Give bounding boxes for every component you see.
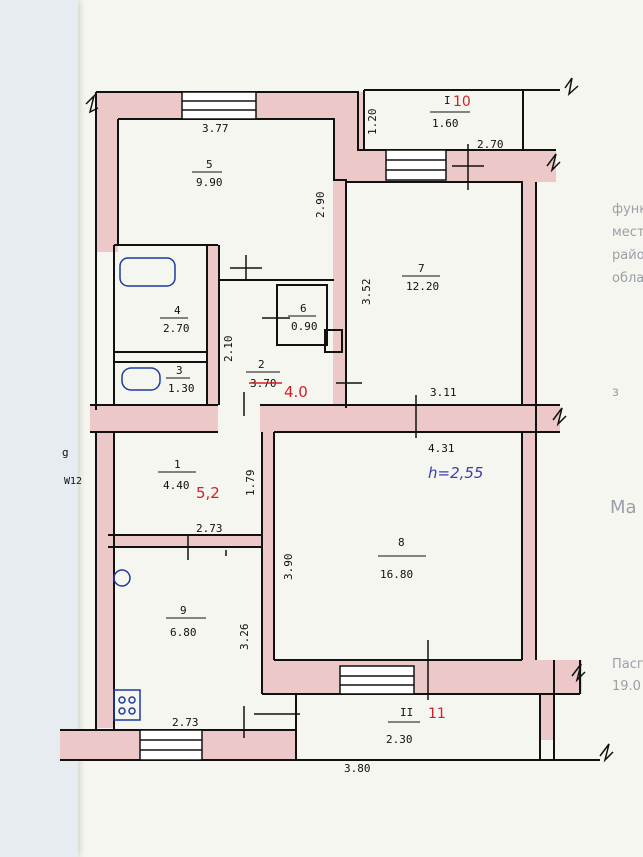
bg-text-line: район (612, 248, 643, 263)
room-7-number: 7 (418, 262, 425, 275)
bg-text-ma: Ma (610, 497, 637, 518)
edge-mark: g (62, 446, 69, 459)
dim-326: 3.26 (238, 624, 251, 651)
bathtub-icon (119, 257, 176, 287)
dim-380: 3.80 (344, 762, 371, 775)
dim-290: 2.90 (314, 192, 327, 219)
dim-431: 4.31 (428, 442, 455, 455)
bg-text-line: Пасп (612, 657, 643, 672)
dimension-labels: 3.77 1.20 2.70 2.90 3.52 2.10 3.11 4.31 … (172, 109, 504, 776)
dim-352: 3.52 (360, 279, 373, 306)
room-8-number: 8 (398, 536, 405, 549)
dimension-ticks (187, 144, 484, 738)
bg-text-line: 19.0 (612, 679, 641, 694)
room-4-area: 2.70 (163, 322, 190, 335)
room-3-number: 3 (176, 364, 183, 377)
bg-text-mid: з (612, 385, 619, 400)
boiler-icon (113, 569, 131, 587)
annotations: h=2,55 W12 g (62, 446, 483, 487)
ceiling-height-note: h=2,55 (428, 464, 483, 482)
dim-210: 2.10 (222, 336, 235, 363)
room-5-number: 5 (206, 158, 213, 171)
room-8-area: 16.80 (380, 568, 413, 581)
room-7-area: 12.20 (406, 280, 439, 293)
room-1-number: 1 (174, 458, 181, 471)
room-9-area: 6.80 (170, 626, 197, 639)
room-labels: 5 9.90 7 12.20 4 2.70 6 0.90 3 1.30 2 3.… (158, 94, 471, 746)
room-6-number: 6 (300, 302, 307, 315)
background-text: функц место район облас з Ma Пасп 19.0 (610, 202, 643, 694)
dim-311: 3.11 (430, 386, 457, 399)
room-10-number: 10 (453, 94, 471, 110)
wall-fills (60, 92, 582, 760)
dim-270-top: 2.70 (477, 138, 504, 151)
room-2-number: 2 (258, 358, 265, 371)
room-10-roman: I (444, 94, 451, 107)
dim-273-mid: 2.73 (196, 522, 223, 535)
room-1-corrected-area: 5,2 (196, 484, 220, 502)
room-11-number: 11 (428, 706, 446, 722)
windows (139, 91, 447, 761)
dim-377: 3.77 (202, 122, 229, 135)
wall-mark: W12 (64, 476, 82, 487)
room-6-area: 0.90 (291, 320, 318, 333)
room-10-area: 1.60 (432, 117, 459, 130)
dim-120: 1.20 (366, 109, 379, 136)
dim-179: 1.79 (244, 470, 257, 497)
room-9-number: 9 (180, 604, 187, 617)
dim-390: 3.90 (282, 554, 295, 581)
fixtures (113, 257, 176, 721)
room-3-area: 1.30 (168, 382, 195, 395)
bg-text-line: место (612, 225, 643, 240)
bg-text-line: облас (612, 271, 643, 286)
break-marks (85, 77, 614, 763)
left-page-edge (0, 0, 78, 857)
room-2-corrected-area: 4.0 (284, 383, 308, 401)
room-1-area: 4.40 (163, 479, 190, 492)
bg-text-line: функц (612, 202, 643, 217)
stove-icon (113, 689, 141, 721)
dim-273-bot: 2.73 (172, 716, 199, 729)
room-11-roman: II (400, 706, 413, 719)
toilet-icon (121, 367, 161, 391)
room-5-area: 9.90 (196, 176, 223, 189)
room-4-number: 4 (174, 304, 181, 317)
room-11-area: 2.30 (386, 733, 413, 746)
